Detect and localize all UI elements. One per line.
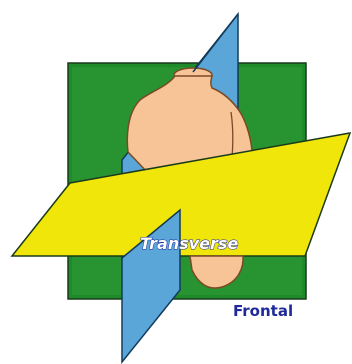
transverse-label: Transverse — [140, 234, 238, 253]
frontal-label: Frontal — [233, 302, 293, 320]
